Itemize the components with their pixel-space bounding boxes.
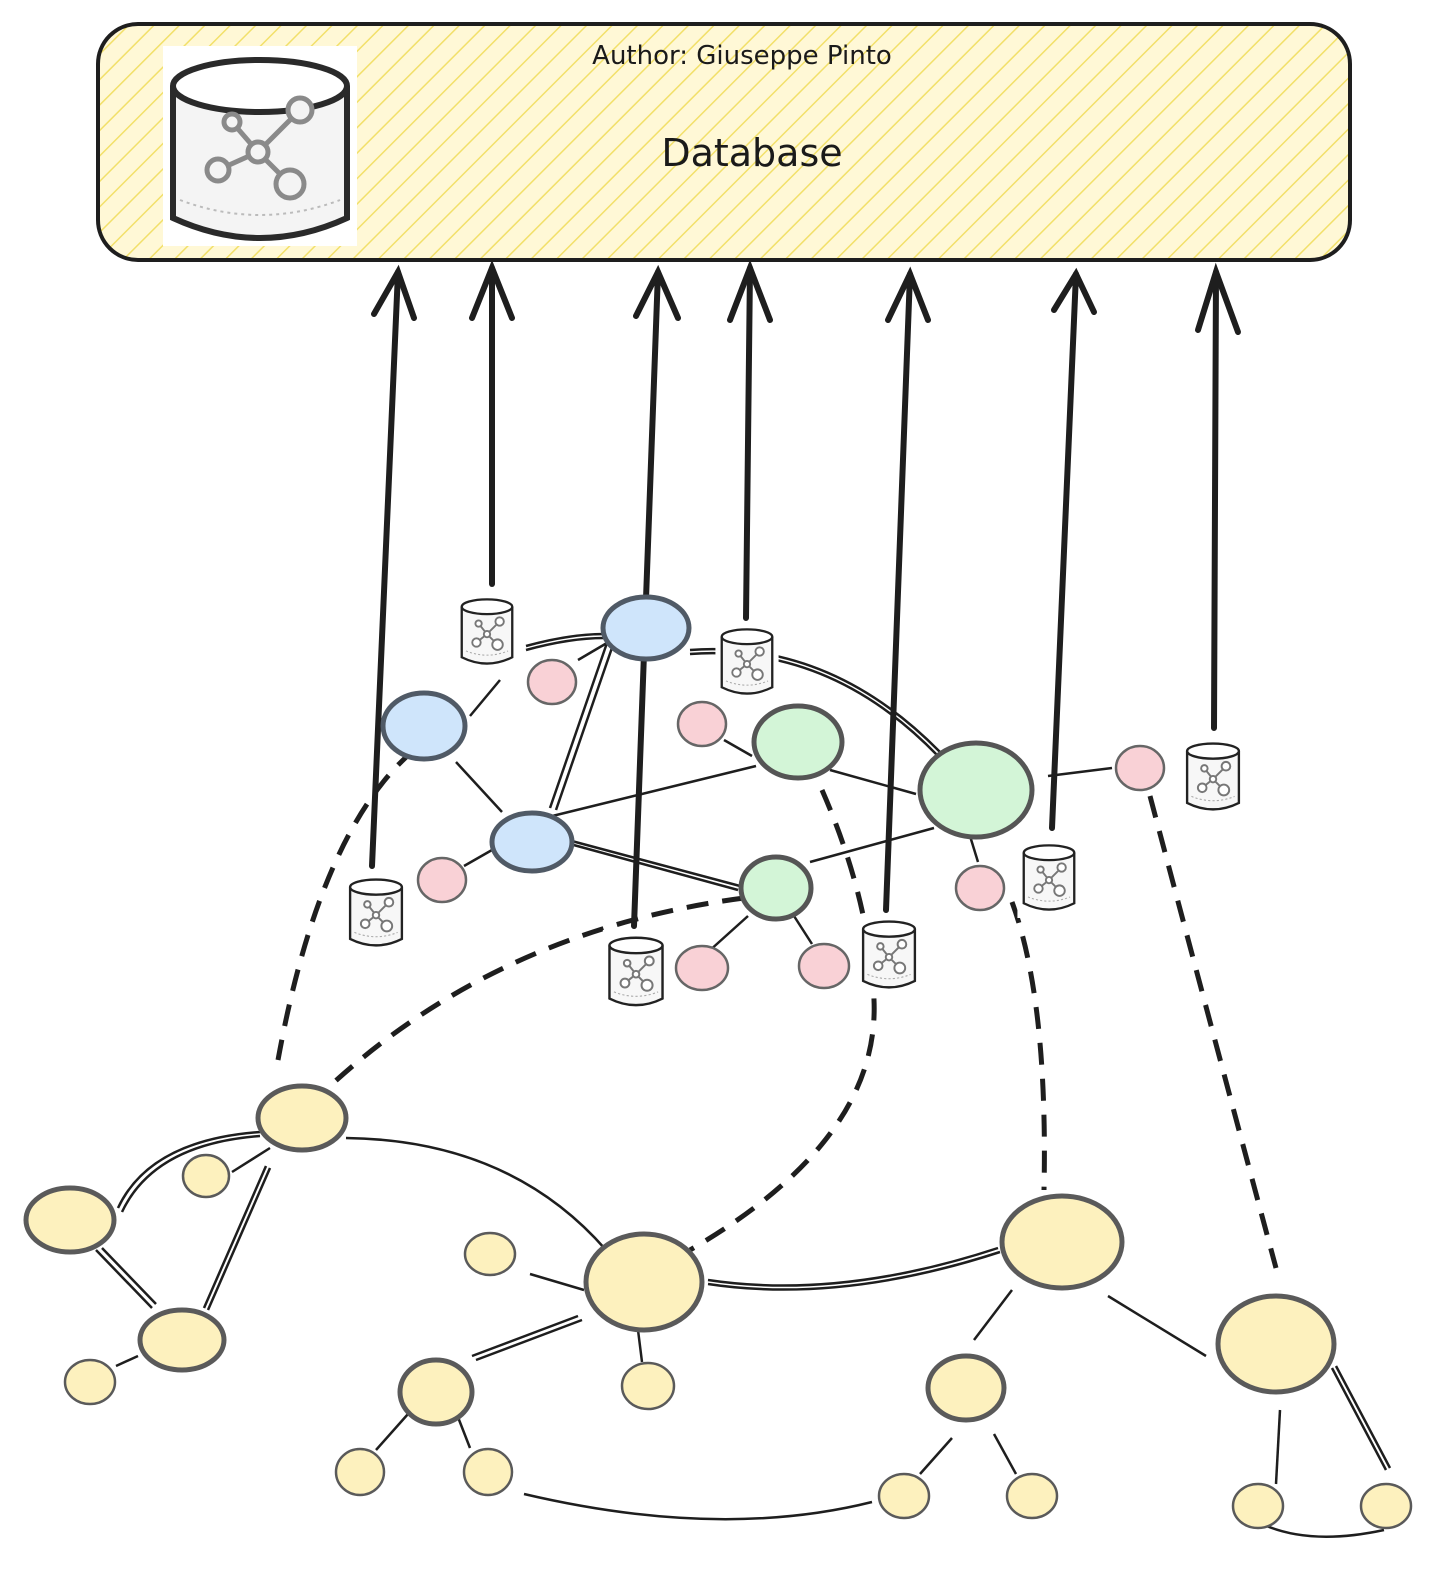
database-banner — [96, 22, 1352, 262]
graph-node-yellow — [1359, 1482, 1413, 1530]
graph-node-yellow — [181, 1153, 231, 1199]
small-database-icons — [342, 592, 1246, 1014]
graph-node-yellow — [877, 1472, 931, 1520]
arrow — [369, 264, 417, 869]
graph-database-icon — [1180, 736, 1246, 818]
arrow — [727, 259, 773, 621]
graph-database-icon — [1016, 838, 1082, 918]
arrow — [469, 259, 515, 587]
graph-node-pink — [526, 658, 578, 706]
graph-node-pink — [416, 856, 468, 904]
arrow — [1049, 267, 1097, 831]
graph-node-yellow — [1231, 1482, 1285, 1530]
graph-node-yellow — [334, 1447, 386, 1497]
graph-node-pink — [797, 942, 851, 990]
graph-node-yellow — [463, 1231, 517, 1277]
graph-node-yellow — [462, 1447, 514, 1497]
graph-node-blue — [600, 594, 692, 662]
graph-node-yellow — [255, 1083, 349, 1153]
graph-node-green — [751, 703, 845, 781]
graph-node-green — [738, 854, 814, 922]
graph-database-icon — [601, 930, 671, 1014]
graph-node-yellow — [620, 1361, 676, 1411]
graph-node-yellow — [925, 1353, 1007, 1423]
graph-node-yellow — [397, 1357, 475, 1427]
graph-database-icon — [163, 46, 357, 246]
graph-node-blue — [489, 810, 575, 874]
lower-graph-edges — [95, 1130, 1392, 1538]
graph-node-pink — [676, 700, 728, 748]
graph-database-icon — [714, 622, 780, 702]
graph-database-icon — [855, 914, 923, 996]
graph-database-icon — [342, 872, 410, 954]
graph-node-yellow — [63, 1358, 117, 1406]
arrow — [1195, 262, 1241, 731]
graph-node-blue — [380, 690, 468, 762]
graph-node-yellow — [1215, 1293, 1337, 1395]
dashed-links — [275, 748, 1279, 1269]
database-title: Database — [661, 131, 842, 175]
graph-node-yellow — [1005, 1472, 1059, 1520]
graph-node-yellow — [583, 1231, 705, 1333]
upper-graph-nodes — [380, 594, 1166, 992]
arrows — [369, 259, 1241, 929]
graph-database-icon — [455, 592, 519, 672]
graph-node-pink — [1114, 744, 1166, 792]
graph-node-yellow — [23, 1185, 117, 1255]
graph-node-pink — [674, 944, 730, 992]
author-label: Author: Giuseppe Pinto — [592, 41, 892, 71]
graph-node-yellow — [137, 1307, 227, 1373]
graph-node-green — [917, 740, 1035, 840]
arrow — [883, 266, 931, 913]
graph-node-yellow — [999, 1193, 1125, 1291]
lower-graph-nodes — [23, 1083, 1413, 1530]
graph-node-pink — [954, 864, 1006, 912]
